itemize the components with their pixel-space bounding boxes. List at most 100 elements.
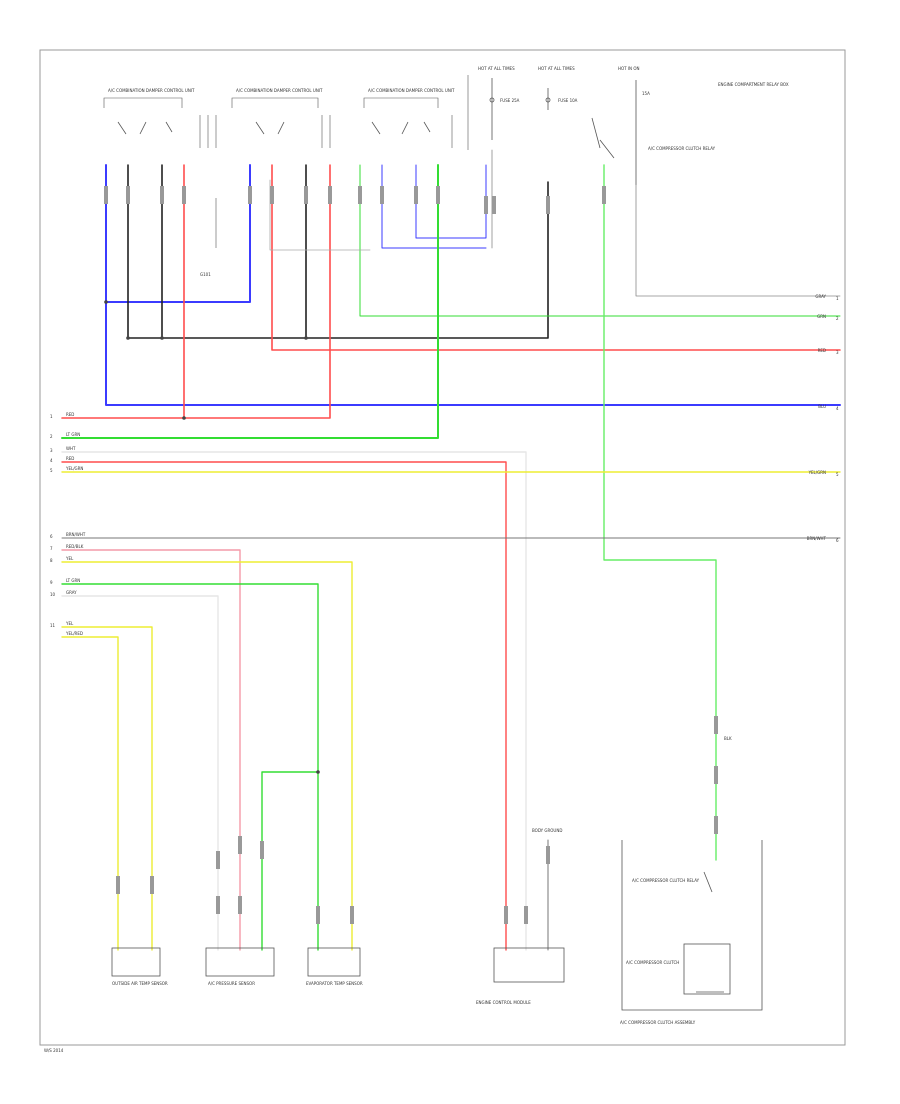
gray-wire-b [61, 595, 219, 951]
red-blk-wire [61, 549, 241, 951]
terminal-l5: 5 [50, 468, 53, 473]
clutch-assembly-label: A/C COMPRESSOR CLUTCH ASSEMBLY [620, 1020, 696, 1025]
fuse-block-a: HOT AT ALL TIMES FUSE 25A [467, 66, 520, 150]
splice-dot [304, 336, 308, 340]
wire-connector [602, 186, 606, 204]
evap-temp-label: EVAPORATOR TEMP SENSOR [306, 981, 363, 986]
fuse-a-label: FUSE 25A [500, 98, 520, 103]
wire-label-right-grn-1: GRN [817, 314, 826, 319]
clutch-relay-label: A/C COMPRESSOR CLUTCH RELAY [632, 878, 700, 883]
engine-control-module: ENGINE CONTROL MODULE [476, 947, 565, 1005]
fuse-block-b: HOT AT ALL TIMES FUSE 10A [538, 66, 578, 110]
ac-combination-unit-1: A/C COMBINATION DAMPER CONTROL UNIT [103, 88, 217, 148]
wire-label-right-blu: BLU [818, 404, 826, 409]
splice-dot [182, 416, 186, 420]
wire-label-right-brn-wht: BRN/WHT [807, 536, 827, 541]
wire-label-right-gray: GRAY [815, 294, 826, 299]
wire-connector [436, 186, 440, 204]
body-ground: BODY GROUND [532, 828, 562, 833]
wire-label-left-lt-grn: LT GRN [66, 432, 80, 437]
wire-code-label: BLK [724, 736, 732, 741]
wire-label-left-yel-red: YEL/RED [65, 631, 83, 636]
wire-connector [260, 841, 264, 859]
terminal-l8: 8 [50, 558, 53, 563]
hot-in-on-label: HOT IN ON [618, 66, 639, 71]
splice-dot [160, 336, 164, 340]
grn-wire-a [359, 164, 841, 317]
blu-lower-wire [381, 164, 487, 249]
wire-connector [492, 196, 496, 214]
terminal-l11: 11 [50, 623, 56, 628]
wire-connector [248, 186, 252, 204]
evaporator-temp-sensor: EVAPORATOR TEMP SENSOR [306, 947, 363, 986]
terminal-l4: 4 [50, 458, 53, 463]
wire-connector [316, 906, 320, 924]
terminal-r4: 4 [836, 406, 839, 411]
wire-connector [116, 876, 120, 894]
lt-grn-wire-c [261, 771, 319, 951]
hot-at-all-times-2-label: HOT AT ALL TIMES [538, 66, 575, 71]
blu-loop-wire [415, 164, 487, 239]
wire-connector [304, 186, 308, 204]
splice-dot [316, 770, 320, 774]
yel-wire-b [61, 626, 153, 951]
terminal-r5: 5 [836, 472, 839, 477]
ecm-label: ENGINE CONTROL MODULE [476, 1000, 531, 1005]
ac-combination-unit-2: A/C COMBINATION DAMPER CONTROL UNIT [231, 88, 331, 148]
wire-label-left-red-2: RED [66, 456, 74, 461]
lt-grn-wire-relay [603, 164, 717, 861]
ac-compressor-clutch-assembly: A/C COMPRESSOR CLUTCH RELAY A/C COMPRESS… [620, 736, 763, 1025]
outside-air-temp-sensor: OUTSIDE AIR TEMP SENSOR [111, 947, 168, 986]
clutch-relay-top-label: A/C COMPRESSOR CLUTCH RELAY [648, 146, 716, 151]
wire-connector [182, 186, 186, 204]
red-wire-ecm [61, 461, 507, 951]
wire-connector [216, 896, 220, 914]
terminal-l6: 6 [50, 534, 53, 539]
terminal-r2: 2 [836, 316, 839, 321]
diagram-frame [39, 49, 846, 1046]
blk-main-wire [127, 164, 549, 339]
wire-connector [714, 716, 718, 734]
red-wire-b [271, 164, 841, 351]
splice-dot [126, 336, 130, 340]
relay-box-label: ENGINE COMPARTMENT RELAY BOX [718, 82, 789, 87]
gray-wire-mid [269, 179, 371, 251]
wire-connector [546, 846, 550, 864]
wire-connector [380, 186, 384, 204]
wire-connector [328, 186, 332, 204]
terminal-l3: 3 [50, 448, 53, 453]
wire-connector [714, 766, 718, 784]
terminal-l10: 10 [50, 592, 56, 597]
relay-block: HOT IN ON 15A A/C COMPRESSOR CLUTCH RELA… [591, 66, 789, 185]
wire-label-right-yel-grn: YEL/GRN [808, 470, 826, 475]
wire-connector [546, 196, 550, 214]
clutch-coil-label: A/C COMPRESSOR CLUTCH [626, 960, 679, 965]
wire-connector [238, 836, 242, 854]
terminal-l9: 9 [50, 580, 53, 585]
yel-wire-a [61, 561, 353, 951]
hot-at-all-times-1-label: HOT AT ALL TIMES [478, 66, 515, 71]
wire-label-left-gray: GRAY [66, 590, 77, 595]
wire-connector [358, 186, 362, 204]
wire-connector [216, 851, 220, 869]
wire-label-left-wht: WHT [66, 446, 76, 451]
outside-air-temp-label: OUTSIDE AIR TEMP SENSOR [112, 981, 168, 986]
wire-connector [350, 906, 354, 924]
ac-combination-unit-3: A/C COMBINATION DAMPER CONTROL UNIT [363, 88, 455, 148]
wire-connector [150, 876, 154, 894]
fuse-b-label: FUSE 10A [558, 98, 578, 103]
wire-connector [524, 906, 528, 924]
footer-code: W/S 2014 [44, 1048, 64, 1053]
body-ground-label: BODY GROUND [532, 828, 562, 833]
blu-main-wire [105, 164, 841, 406]
terminal-r3: 3 [836, 350, 839, 355]
wire-connector [270, 186, 274, 204]
fuse-c-label: 15A [642, 91, 650, 96]
terminal-r6: 6 [836, 538, 839, 543]
yel-red-wire [61, 636, 119, 951]
terminal-l2: 2 [50, 434, 53, 439]
ac-combination-unit-2-label: A/C COMBINATION DAMPER CONTROL UNIT [236, 88, 323, 93]
wire-connector [126, 186, 130, 204]
